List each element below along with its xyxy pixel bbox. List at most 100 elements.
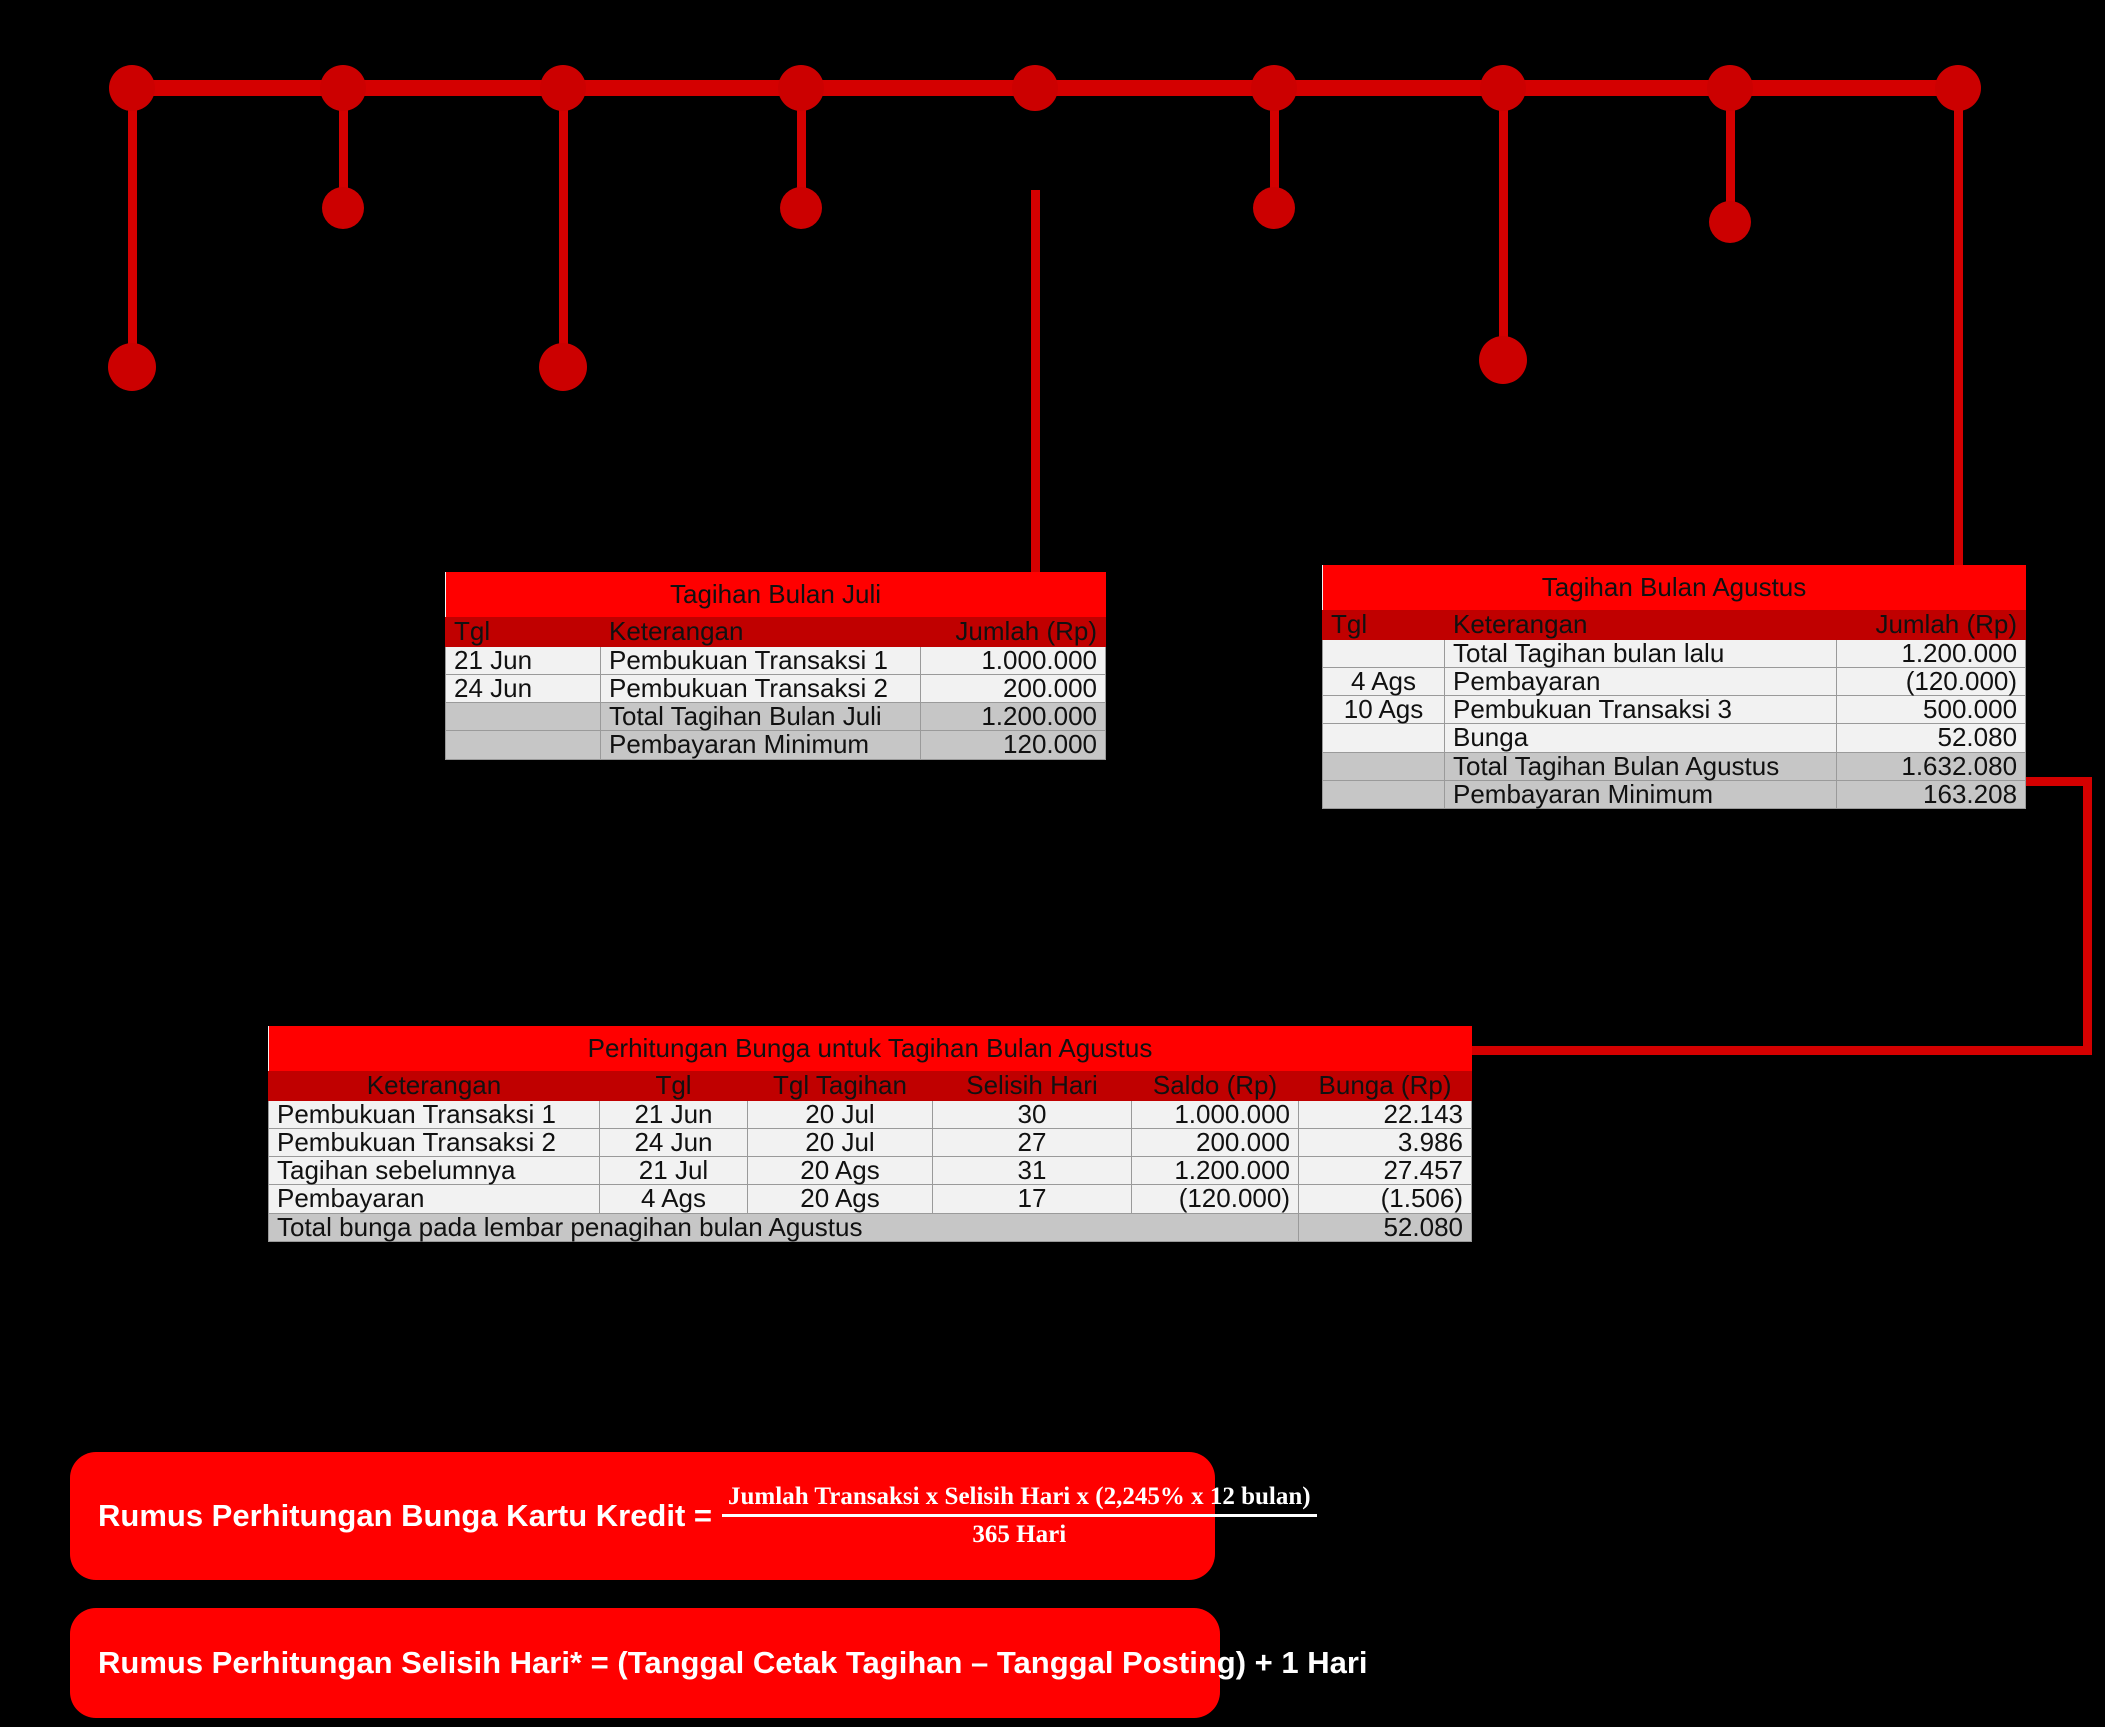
timeline-drop-dot-8[interactable] — [1709, 201, 1751, 243]
timeline-drop-dot-6[interactable] — [1253, 187, 1295, 229]
timeline-drop-dot-4[interactable] — [780, 187, 822, 229]
table-bunga-cell-tgl: 4 Ags — [599, 1184, 748, 1214]
table-juli-cell-jumlah: 1.200.000 — [919, 702, 1107, 732]
timeline-stem-4 — [797, 88, 806, 208]
table-agustus-cell-tgl — [1322, 780, 1445, 810]
timeline-stem-8 — [1726, 88, 1735, 222]
table-agustus-cell-keterangan: Bunga — [1444, 723, 1837, 753]
timeline-node-dot-6[interactable] — [1251, 65, 1297, 111]
table-agustus-cell-tgl: 4 Ags — [1322, 666, 1445, 697]
connector-elbow-bottom — [1468, 1046, 2092, 1055]
timeline-node-dot-1[interactable] — [109, 65, 155, 111]
table-juli-cell-jumlah: 200.000 — [919, 673, 1107, 704]
timeline-stem-3 — [559, 88, 568, 367]
timeline-node-dot-2[interactable] — [320, 65, 366, 111]
formula-bunga-denominator: 365 Hari — [972, 1521, 1067, 1548]
timeline-stem-1 — [128, 88, 137, 367]
formula-bunga-pill: Rumus Perhitungan Bunga Kartu Kredit = J… — [70, 1452, 1317, 1580]
timeline-stem-6 — [1270, 88, 1279, 208]
table-bunga-col-header: Tgl — [599, 1071, 748, 1101]
table-bunga-cell-bunga: 3.986 — [1298, 1127, 1472, 1158]
table-bunga-footer-row: Total bunga pada lembar penagihan bulan … — [268, 1212, 1472, 1243]
table-juli-cell-jumlah: 120.000 — [919, 730, 1107, 760]
table-juli-cell-tgl: 21 Jun — [445, 645, 601, 675]
table-bunga-cell-saldo: 1.000.000 — [1131, 1099, 1299, 1129]
timeline-drop-dot-1[interactable] — [108, 343, 156, 391]
table-bunga-cell-selisih-hari: 17 — [932, 1184, 1132, 1214]
timeline-node-dot-7[interactable] — [1480, 65, 1526, 111]
timeline-node-dot-8[interactable] — [1707, 65, 1753, 111]
formula-selisih-text: Rumus Perhitungan Selisih Hari* = (Tangg… — [98, 1645, 1368, 1680]
table-bunga-cell-tgl: 21 Jul — [599, 1156, 748, 1186]
table-bunga-cell-selisih-hari: 30 — [932, 1099, 1132, 1129]
table-bunga-cell-bunga: 22.143 — [1298, 1099, 1472, 1129]
table-bunga-cell-tgl: 24 Jun — [599, 1127, 748, 1158]
table-bunga-cell-tgl-tagihan: 20 Jul — [747, 1099, 933, 1129]
connector-elbow-top — [2024, 777, 2092, 786]
timeline-node-dot-4[interactable] — [778, 65, 824, 111]
table-agustus-cell-jumlah: 1.200.000 — [1835, 638, 2027, 668]
table-bunga-cell-bunga: 27.457 — [1298, 1156, 1472, 1186]
table-agustus-cell-jumlah: 52.080 — [1835, 723, 2027, 753]
formula-bunga-label: Rumus Perhitungan Bunga Kartu Kredit = — [98, 1498, 713, 1533]
table-juli-col-header: Jumlah (Rp) — [919, 617, 1107, 647]
table-juli-cell-keterangan: Pembukuan Transaksi 2 — [600, 673, 921, 704]
table-bunga-cell-keterangan: Pembayaran — [268, 1184, 600, 1214]
timeline-node-dot-9[interactable] — [1935, 65, 1981, 111]
table-agustus-cell-tgl — [1322, 723, 1445, 753]
connector-agustus-vertical — [1954, 110, 1963, 570]
timeline-node-dot-5[interactable] — [1012, 65, 1058, 111]
table-juli-col-header: Tgl — [445, 617, 601, 647]
table-juli-cell-keterangan: Pembayaran Minimum — [600, 730, 921, 760]
formula-bunga-numerator: Jumlah Transaksi x Selisih Hari x (2,245… — [722, 1483, 1317, 1517]
table-agustus-cell-jumlah: 1.632.080 — [1835, 751, 2027, 782]
timeline-drop-dot-7[interactable] — [1479, 336, 1527, 384]
table-bunga-col-header: Saldo (Rp) — [1131, 1071, 1299, 1101]
table-agustus-cell-keterangan: Pembayaran Minimum — [1444, 780, 1837, 810]
table-bunga-cell-selisih-hari: 31 — [932, 1156, 1132, 1186]
table-juli-cell-jumlah: 1.000.000 — [919, 645, 1107, 675]
connector-elbow-right — [2083, 777, 2092, 1055]
connector-juli-vertical — [1031, 190, 1040, 575]
table-agustus-col-header: Tgl — [1322, 610, 1445, 640]
table-bunga-footer-label: Total bunga pada lembar penagihan bulan … — [268, 1212, 1299, 1243]
table-agustus-cell-tgl: 10 Ags — [1322, 695, 1445, 725]
table-bunga-col-header: Selisih Hari — [932, 1071, 1132, 1101]
table-bunga-cell-tgl-tagihan: 20 Ags — [747, 1156, 933, 1186]
table-bunga-cell-bunga: (1.506) — [1298, 1184, 1472, 1214]
table-bunga-cell-keterangan: Tagihan sebelumnya — [268, 1156, 600, 1186]
table-bunga-cell-tgl-tagihan: 20 Jul — [747, 1127, 933, 1158]
table-agustus-cell-keterangan: Total Tagihan Bulan Agustus — [1444, 751, 1837, 782]
timeline-stem-2 — [339, 88, 348, 208]
table-agustus-cell-tgl — [1322, 638, 1445, 668]
table-bunga-col-header: Keterangan — [268, 1071, 600, 1101]
table-juli-col-header: Keterangan — [600, 617, 921, 647]
table-perhitungan-bunga: Perhitungan Bunga untuk Tagihan Bulan Ag… — [268, 1026, 1472, 1243]
timeline-drop-dot-3[interactable] — [539, 343, 587, 391]
timeline-drop-dot-2[interactable] — [322, 187, 364, 229]
table-bunga-footer-value: 52.080 — [1298, 1212, 1472, 1243]
table-bunga-cell-keterangan: Pembukuan Transaksi 1 — [268, 1099, 600, 1129]
table-agustus-cell-tgl — [1322, 751, 1445, 782]
timeline-node-dot-3[interactable] — [540, 65, 586, 111]
table-juli-cell-tgl: 24 Jun — [445, 673, 601, 704]
table-agustus-cell-keterangan: Pembukuan Transaksi 3 — [1444, 695, 1837, 725]
table-agustus-cell-keterangan: Total Tagihan bulan lalu — [1444, 638, 1837, 668]
